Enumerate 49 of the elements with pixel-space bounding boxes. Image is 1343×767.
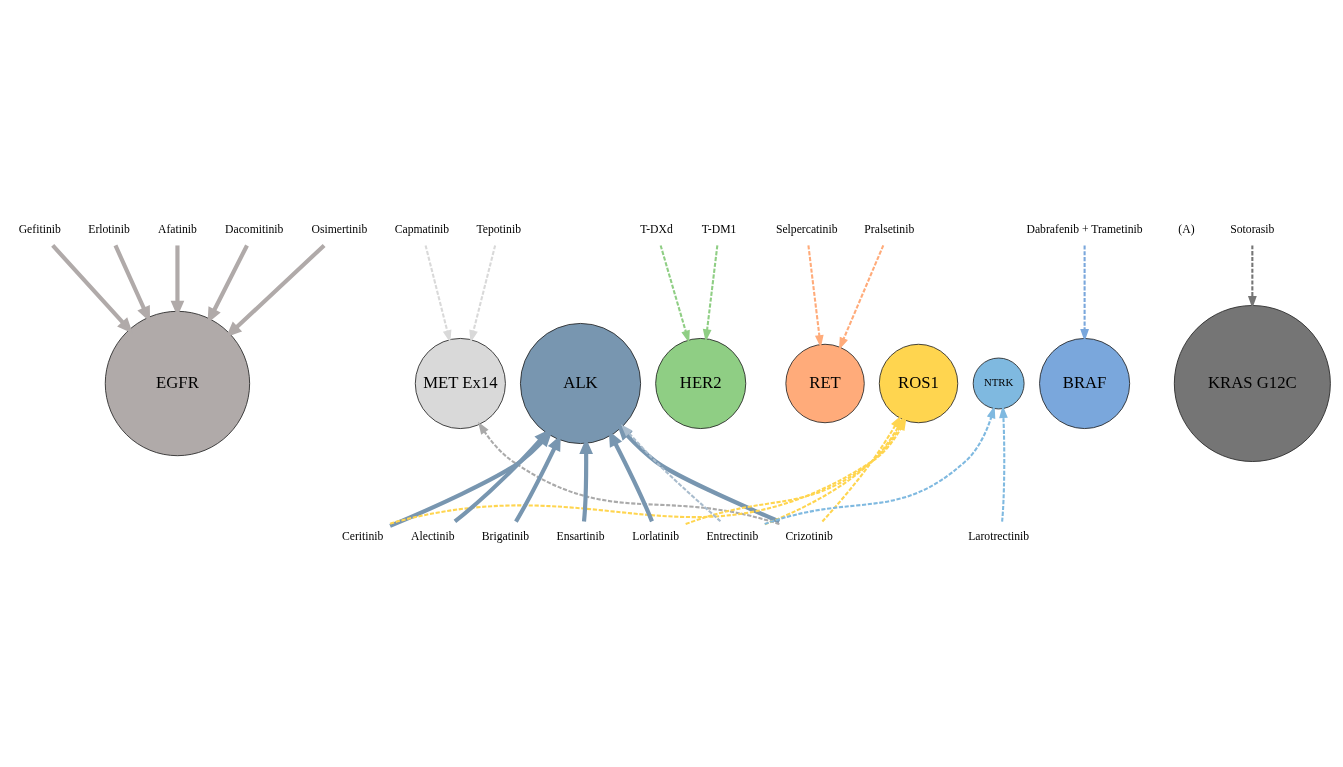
arrow — [453, 429, 550, 524]
node-text: Afatinib — [157, 223, 197, 237]
arrow — [1247, 245, 1257, 309]
node-text: Capmatinib — [394, 223, 450, 237]
node-text: Larotrectinib — [968, 529, 1030, 543]
arrow — [608, 430, 654, 523]
node-circle: ROS1 — [878, 343, 959, 424]
node-circle: RET — [785, 343, 865, 424]
node-text: Crizotinib — [785, 529, 833, 543]
arrow — [659, 245, 690, 344]
arrow — [424, 245, 452, 343]
node-circle: NTRK — [972, 357, 1025, 410]
node-text: Dacomitinib — [225, 223, 284, 237]
label: (A) — [1178, 223, 1195, 237]
arrow — [514, 435, 561, 523]
node-circle: KRAS G12C — [1173, 305, 1331, 462]
node-text: T-DM1 — [701, 223, 737, 237]
arrow — [999, 405, 1008, 522]
node-circle: EGFR — [104, 310, 251, 457]
node-text: Entrectinib — [706, 529, 759, 543]
node-text: Sotorasib — [1230, 223, 1275, 237]
node-text: Ensartinib — [556, 529, 605, 543]
arrow — [226, 243, 326, 338]
node-text: T-DXd — [640, 223, 673, 237]
node-text: Gefitinib — [18, 223, 61, 237]
arrow — [764, 405, 996, 525]
node-circle: HER2 — [655, 338, 747, 429]
node-text: Dabrafenib + Trametinib — [1026, 223, 1143, 237]
arrow — [113, 244, 151, 322]
node-circle: MET Ex14 — [414, 338, 506, 429]
arrow — [838, 245, 885, 350]
arrow — [478, 421, 780, 526]
node-text: Brigatinib — [481, 529, 530, 543]
node-text: Tepotinib — [476, 223, 522, 237]
node-text: Erlotinib — [88, 223, 130, 237]
arrow — [469, 245, 497, 343]
node-text: Alectinib — [411, 529, 455, 543]
node-text: Lorlatinib — [632, 529, 679, 543]
arrow — [620, 424, 722, 523]
node-text: Selpercatinib — [775, 223, 838, 237]
arrow — [617, 424, 781, 524]
arrow — [807, 245, 824, 348]
node-circle: BRAF — [1039, 338, 1131, 429]
arrow — [51, 244, 133, 334]
node-text: Pralsetinib — [864, 223, 915, 237]
arrow — [1080, 245, 1089, 342]
node-text: Osimertinib — [311, 223, 368, 237]
node-text: Ceritinib — [341, 529, 384, 543]
arrow — [702, 245, 719, 342]
